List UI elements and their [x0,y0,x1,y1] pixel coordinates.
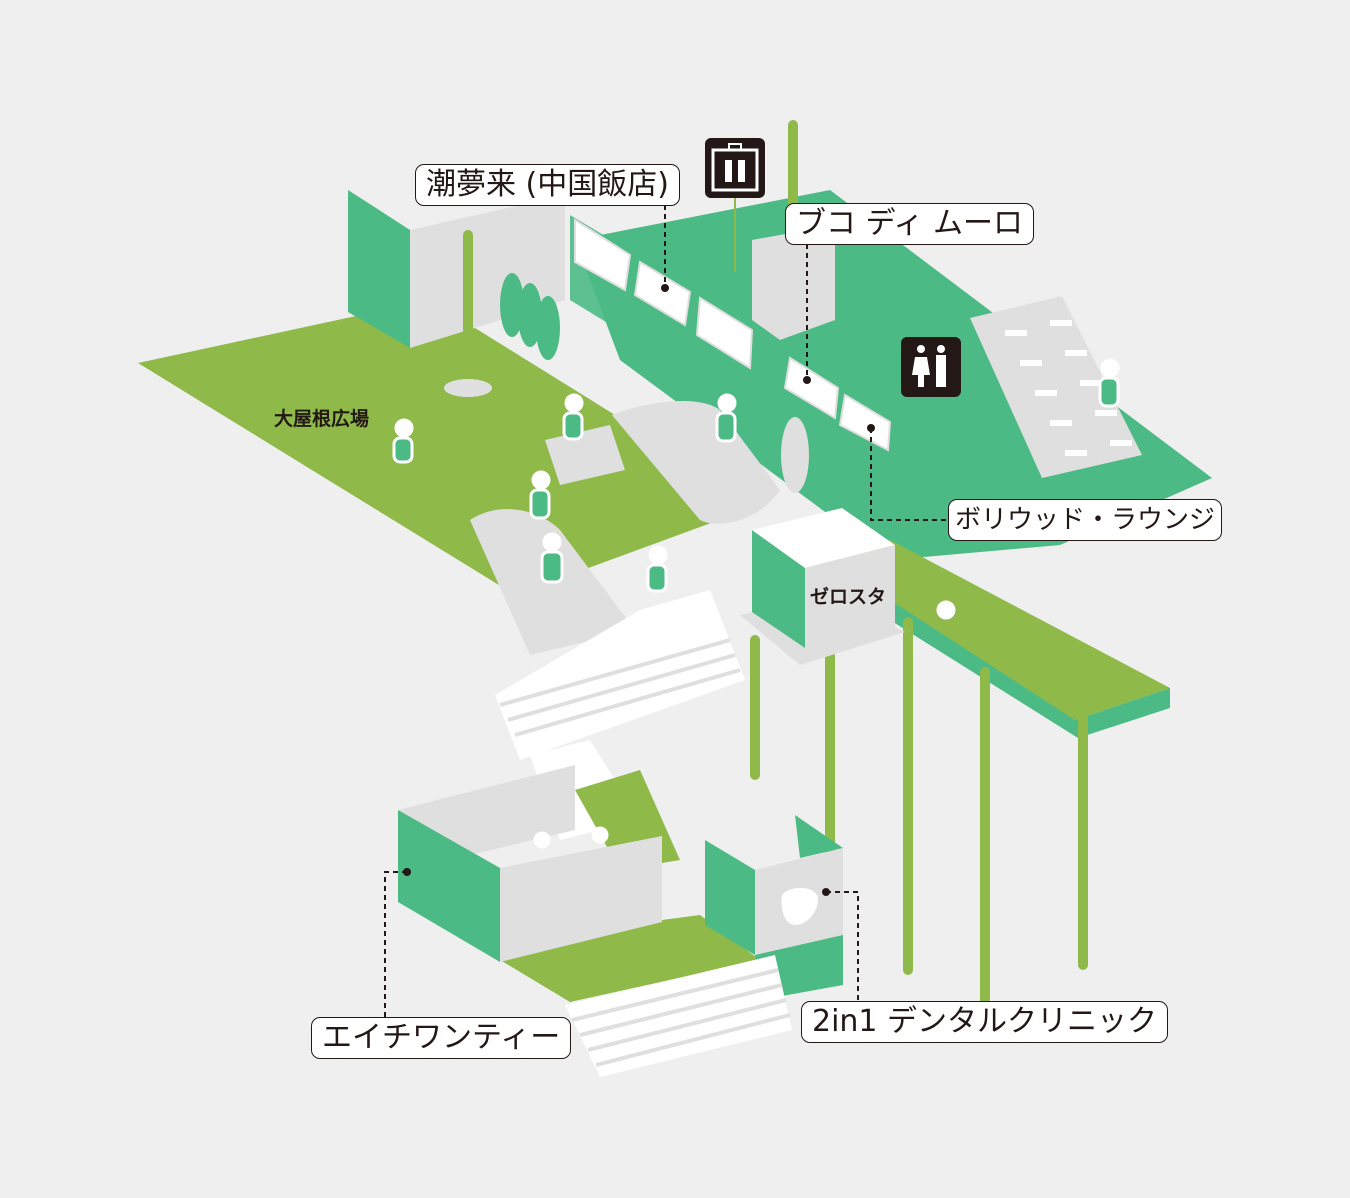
label-plaza[interactable]: 大屋根広場 [274,408,370,430]
h1t-front [500,836,662,962]
upper-right-stairs [970,296,1142,478]
lower-floor [500,915,760,1002]
label-chomurai[interactable]: 潮夢来 (中国飯店) [415,164,680,206]
label-zerosta[interactable]: ゼロスタ [810,586,887,608]
label-buco-di-muro[interactable]: ブコ ディ ムーロ [785,203,1034,245]
bottom-stairs [565,955,792,1077]
people [392,358,1120,849]
label-dental-clinic[interactable]: 2in1 デンタルクリニック [801,1001,1169,1043]
dental-side [705,840,755,955]
leader-lines [384,205,948,1018]
plaza-floor [138,300,760,595]
elevator-icon [705,138,765,198]
label-h1t[interactable]: エイチワンティー [311,1017,572,1059]
middle-stairs [495,590,745,760]
label-bollywood-lounge[interactable]: ボリウッド・ラウンジ [948,499,1223,541]
left-building-side [348,190,410,348]
h1t-side [398,810,500,962]
restroom-icon [901,337,961,397]
